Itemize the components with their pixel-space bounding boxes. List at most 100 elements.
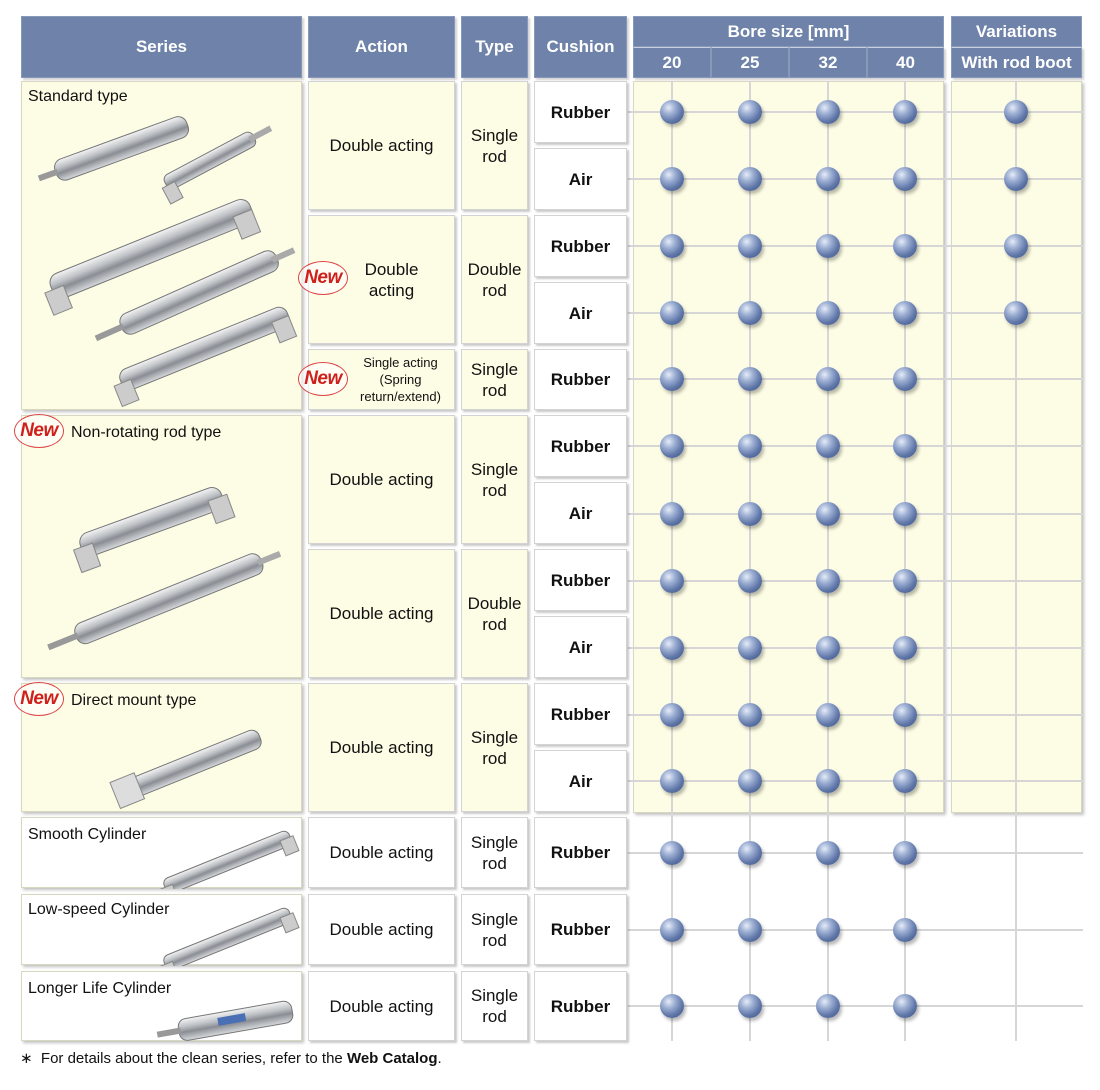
series-smooth: Smooth Cylinder: [21, 817, 302, 889]
grid-hline: [628, 647, 1083, 649]
availability-dot-20: [660, 703, 684, 727]
grid-hline: [628, 111, 1083, 113]
availability-dot-40: [893, 918, 917, 942]
grid-vline: [671, 81, 673, 1041]
action-label: Double acting: [329, 738, 434, 757]
cushion-cell: Rubber: [534, 817, 627, 888]
series-standard: Standard type: [21, 81, 302, 410]
grid-hline: [628, 929, 1083, 931]
grid-hline: [628, 1005, 1083, 1007]
type-label: Single rod: [470, 727, 519, 768]
availability-dot-32: [816, 100, 840, 124]
grid-hline: [628, 852, 1083, 854]
cushion-label: Rubber: [550, 236, 611, 256]
header-bore-40: 40: [867, 47, 944, 78]
cushion-cell: Air: [534, 616, 627, 678]
cushion-cell: Rubber: [534, 81, 627, 143]
type-cell: Single rod: [461, 81, 528, 210]
series-non-rotating-label: Non-rotating rod type: [71, 424, 222, 441]
grid-hline: [628, 580, 1083, 582]
footnote: ∗ For details about the clean series, re…: [20, 1049, 442, 1067]
header-variations: Variations: [951, 16, 1082, 47]
header-bore-25: 25: [711, 47, 789, 78]
action-label: Double acting: [364, 259, 419, 300]
new-badge: New: [14, 414, 64, 448]
grid-hline: [628, 178, 1083, 180]
header-bore-size: Bore size [mm]: [633, 16, 944, 47]
action-label: Double acting: [329, 920, 434, 939]
availability-dot-40: [893, 167, 917, 191]
availability-dot-20: [660, 167, 684, 191]
availability-dot-25: [738, 703, 762, 727]
cushion-cell: Rubber: [534, 215, 627, 277]
grid-hline: [628, 378, 1083, 380]
availability-dot-32: [816, 367, 840, 391]
availability-dot-40: [893, 434, 917, 458]
web-catalog-link[interactable]: Web Catalog: [346, 1050, 438, 1067]
availability-dot-32: [816, 234, 840, 258]
cushion-cell: Air: [534, 148, 627, 210]
grid-hline: [628, 312, 1083, 314]
cushion-cell: Rubber: [534, 549, 627, 611]
action-label: Double acting: [329, 604, 434, 623]
header-action: Action: [308, 16, 455, 78]
cushion-cell: Rubber: [534, 415, 627, 477]
availability-dot-rod-boot: [1004, 100, 1028, 124]
cushion-cell: Rubber: [534, 683, 627, 745]
action-label: Double acting: [329, 843, 434, 862]
cushion-cell: Rubber: [534, 894, 627, 965]
action-label: Double acting: [329, 996, 434, 1016]
type-cell: Single rod: [461, 817, 528, 888]
footnote-end: .: [437, 1050, 442, 1067]
type-label: Double rod: [467, 593, 522, 634]
cylinder-image: [37, 116, 298, 408]
cushion-cell: Rubber: [534, 971, 627, 1041]
cylinder-image: [109, 729, 262, 810]
series-longer-life-label: Longer Life Cylinder: [28, 980, 172, 997]
bore-panel: [633, 81, 944, 813]
availability-dot-20: [660, 994, 684, 1018]
availability-dot-40: [893, 502, 917, 526]
header-with-rod-boot: With rod boot: [951, 47, 1082, 78]
cushion-label: Rubber: [550, 704, 611, 724]
cushion-label: Air: [568, 303, 593, 323]
cushion-cell: Air: [534, 482, 627, 544]
type-cell: Single rod: [461, 683, 528, 812]
action-cell: Double acting: [308, 415, 455, 544]
type-cell: Single rod: [461, 349, 528, 410]
availability-dot-40: [893, 367, 917, 391]
grid-hline: [628, 780, 1083, 782]
cushion-label: Rubber: [550, 436, 611, 456]
type-label: Double rod: [467, 259, 522, 300]
availability-dot-25: [738, 502, 762, 526]
grid-hline: [628, 245, 1083, 247]
availability-dot-40: [893, 636, 917, 660]
grid-vline: [1015, 81, 1017, 1041]
cushion-cell: Rubber: [534, 349, 627, 410]
availability-dot-20: [660, 918, 684, 942]
availability-dot-32: [816, 841, 840, 865]
grid-hline: [628, 513, 1083, 515]
availability-dot-rod-boot: [1004, 234, 1028, 258]
action-cell: Double acting: [308, 81, 455, 210]
availability-dot-25: [738, 994, 762, 1018]
cushion-label: Air: [568, 637, 593, 657]
header-bore-32: 32: [789, 47, 867, 78]
type-cell: Single rod: [461, 894, 528, 965]
cushion-label: Rubber: [550, 843, 611, 862]
cushion-label: Rubber: [550, 570, 611, 590]
availability-dot-20: [660, 367, 684, 391]
action-label: Double acting: [329, 136, 434, 155]
grid-hline: [628, 445, 1083, 447]
action-spring-label: (Spring return/extend): [360, 372, 441, 404]
availability-dot-20: [660, 100, 684, 124]
availability-dot-40: [893, 769, 917, 793]
action-cell: Double acting: [308, 971, 455, 1041]
availability-dot-40: [893, 569, 917, 593]
type-label: Single rod: [470, 832, 519, 873]
availability-dot-25: [738, 769, 762, 793]
type-cell: Double rod: [461, 215, 528, 344]
new-badge: New: [298, 261, 348, 295]
availability-dot-25: [738, 234, 762, 258]
availability-dot-25: [738, 434, 762, 458]
